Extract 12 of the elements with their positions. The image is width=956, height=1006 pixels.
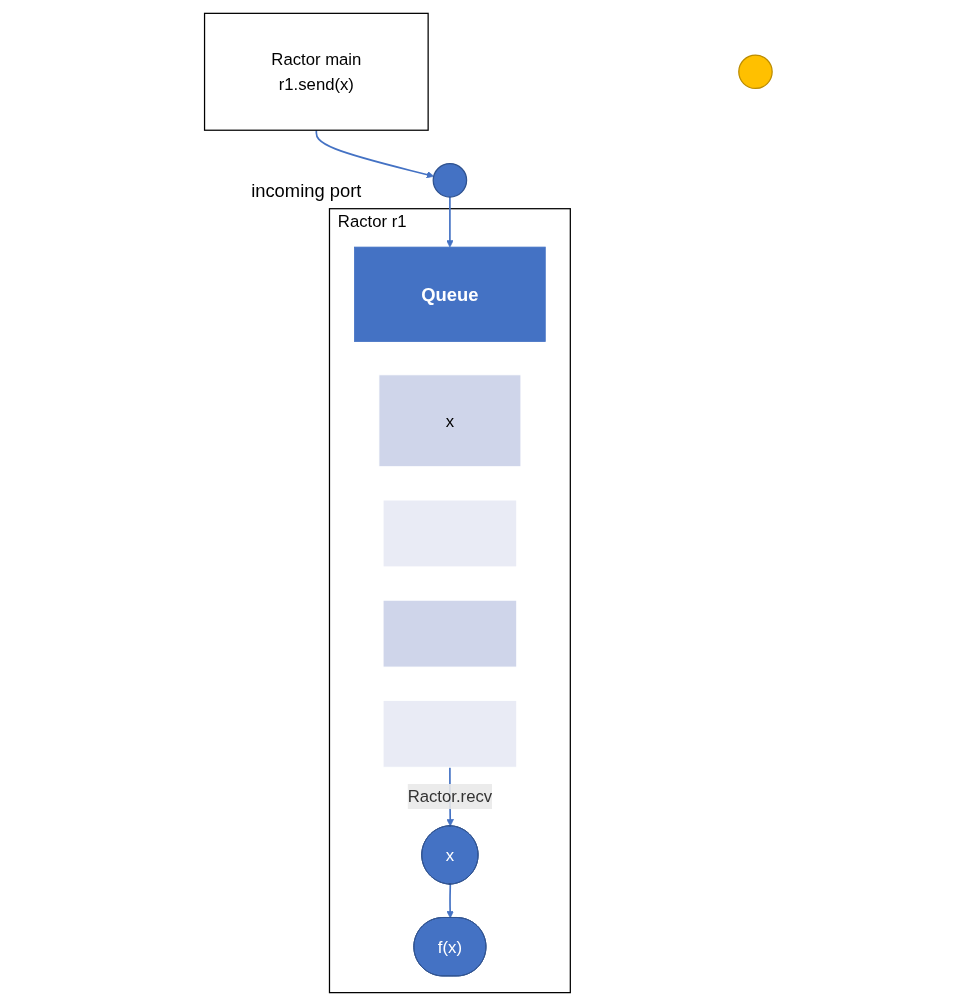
node-circle xyxy=(432,163,467,198)
node-circle xyxy=(737,54,773,90)
node-box: Ractor main r1.send(x) xyxy=(203,12,429,131)
node-label: incoming port xyxy=(250,179,362,201)
node-box xyxy=(382,599,517,668)
node-box xyxy=(382,700,517,768)
edge-label: Ractor.recv xyxy=(407,787,492,806)
node-box: Queue xyxy=(353,246,546,342)
node-box: x xyxy=(378,374,521,468)
arrow xyxy=(315,129,434,179)
arrow xyxy=(445,196,454,248)
arrow xyxy=(446,883,454,919)
